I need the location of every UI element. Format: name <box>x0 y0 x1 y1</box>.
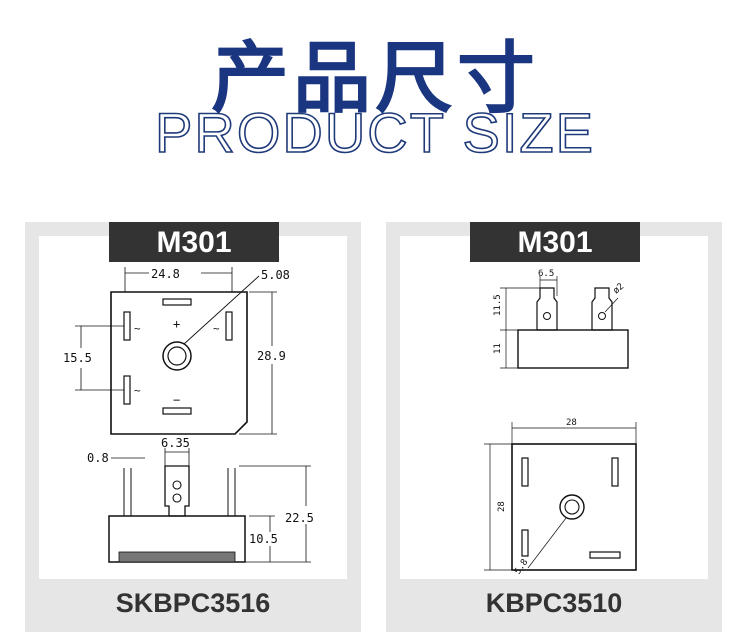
dim-width: 24.8 <box>151 267 180 281</box>
hole-leader <box>183 275 260 345</box>
hole-leader <box>527 517 567 569</box>
dim-pin-thickness: 0.8 <box>87 451 109 465</box>
dim-tab-width: 6.35 <box>161 436 190 450</box>
tab-hole <box>543 312 551 320</box>
mount-hole-inner <box>564 499 580 515</box>
hole-leader <box>604 297 619 313</box>
terminal-ac-right <box>225 311 233 341</box>
mount-hole-inner <box>167 346 187 366</box>
side-body <box>517 329 629 369</box>
terminal-plus <box>162 298 192 306</box>
mount-hole-outer <box>559 494 585 520</box>
dim-total-height: 22.5 <box>285 511 314 525</box>
terminal-slot <box>611 457 619 487</box>
symbol-ac-1: ~ <box>134 322 141 335</box>
dim-tab-height: 11.5 <box>493 294 503 316</box>
terminal-ac-left-bottom <box>123 375 131 405</box>
package-badge: M301 <box>109 222 279 262</box>
center-tab <box>164 465 190 517</box>
product-card-kbpc3510: 6.5 ø2 11.5 11 5.8 28 <box>386 222 722 632</box>
package-badge: M301 <box>470 222 640 262</box>
symbol-plus: + <box>173 317 180 331</box>
dim-center-hole: 5.8 <box>513 558 531 577</box>
terminal-ac-left-top <box>123 311 131 341</box>
dim-width: 28 <box>566 418 577 428</box>
mount-hole-outer <box>162 341 192 371</box>
product-card-skbpc3516: 5.08 + − ~ ~ ~ 24.8 15.5 28.9 <box>25 222 361 632</box>
body-outline <box>511 443 637 571</box>
drawing-panel: 6.5 ø2 11.5 11 5.8 28 <box>400 236 708 579</box>
symbol-ac-2: ~ <box>134 384 141 397</box>
model-name: KBPC3510 <box>485 588 623 618</box>
dim-label-bg <box>149 266 201 280</box>
side-tab-left <box>536 287 558 331</box>
dim-pin-spacing: 15.5 <box>63 351 92 365</box>
dim-tab-hole: ø2 <box>612 282 627 297</box>
terminal-minus <box>162 407 192 415</box>
tab-hole <box>172 480 182 490</box>
dim-hole: 5.08 <box>261 268 290 282</box>
dim-tab-width: 6.5 <box>538 269 554 279</box>
heat-sink-base <box>118 551 236 563</box>
tab-hole <box>598 312 606 320</box>
symbol-ac-3: ~ <box>213 322 220 335</box>
drawing-panel: 5.08 + − ~ ~ ~ 24.8 15.5 28.9 <box>39 236 347 579</box>
terminal-slot <box>521 529 529 557</box>
body-outline <box>110 291 248 435</box>
dim-height: 28.9 <box>257 349 286 363</box>
page-title: PRODUCT SIZE 产品尺寸 <box>0 30 750 180</box>
dimension-drawing: 5.08 + − ~ ~ ~ 24.8 15.5 28.9 <box>63 266 314 563</box>
title-chinese: 产品尺寸 <box>210 34 539 124</box>
dimension-drawing: 6.5 ø2 11.5 11 5.8 28 <box>484 269 637 577</box>
tab-hole <box>172 493 182 503</box>
terminal-slot <box>521 457 529 487</box>
dim-body-height: 10.5 <box>249 532 278 546</box>
dim-body-height: 11 <box>493 343 503 354</box>
terminal-slot <box>589 551 621 559</box>
side-tab-right <box>591 287 613 331</box>
model-name: SKBPC3516 <box>115 588 271 618</box>
dim-height: 28 <box>497 501 507 512</box>
title-english: PRODUCT SIZE <box>154 101 595 164</box>
symbol-minus: − <box>173 393 180 407</box>
